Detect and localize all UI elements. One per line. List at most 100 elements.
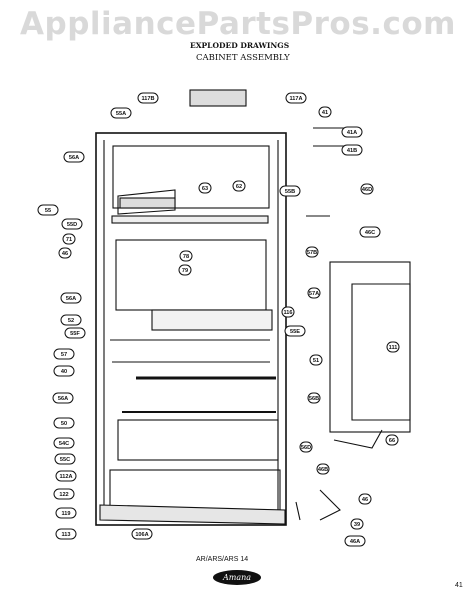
callout-text: 117A (289, 96, 302, 102)
page-number: 41 (455, 582, 463, 589)
callout-bubble (316, 463, 330, 475)
callout-bubble (137, 92, 159, 104)
callout-39: 39 (350, 518, 364, 530)
callout-text: 57A (309, 291, 319, 297)
callout-117a: 117A (285, 92, 307, 104)
callout-46: 46 (358, 493, 372, 505)
callout-bubble (53, 437, 75, 449)
callout-bubble (318, 106, 332, 118)
callout-113: 113 (55, 528, 77, 540)
callout-bubble (281, 306, 295, 318)
callout-41a: 41A (341, 126, 363, 138)
callout-text: 55F (70, 331, 80, 337)
callout-text: 55B (285, 189, 295, 195)
callout-117b: 117B (137, 92, 159, 104)
crisper-drawer (117, 419, 279, 461)
callout-bubble (54, 453, 76, 465)
callout-bubble (341, 126, 363, 138)
callout-56d: 56D (299, 441, 313, 453)
callout-bubble (52, 392, 74, 404)
callout-text: 117B (141, 96, 154, 102)
callout-text: 56B (309, 396, 319, 402)
door-cord (333, 429, 383, 449)
callout-text: 56A (58, 396, 68, 402)
callout-bubble (55, 507, 77, 519)
callout-text: 55A (116, 111, 126, 117)
callout-71: 71 (62, 233, 76, 245)
callout-55a: 55A (110, 107, 132, 119)
callout-46: 46 (58, 247, 72, 259)
callout-text: 55C (60, 457, 70, 463)
callout-text: 41 (322, 110, 328, 116)
callout-79: 79 (178, 264, 192, 276)
watermark: AppliancePartsPros.com (20, 6, 456, 42)
callout-text: 122 (59, 492, 68, 498)
bottom-compartment (109, 469, 281, 511)
callout-bubble (110, 107, 132, 119)
callout-bubble (37, 204, 59, 216)
callout-122: 122 (53, 488, 75, 500)
callout-55c: 55C (54, 453, 76, 465)
callout-78: 78 (179, 250, 193, 262)
callout-55f: 55F (64, 327, 86, 339)
callout-46a: 46A (344, 535, 366, 547)
callout-bubble (284, 325, 306, 337)
diagram-subtitle: CABINET ASSEMBLY (196, 53, 290, 63)
callout-text: 55D (67, 222, 77, 228)
callout-41: 41 (318, 106, 332, 118)
callout-text: 54C (59, 441, 69, 447)
callout-57: 57 (53, 348, 75, 360)
callout-text: 46A (350, 539, 360, 545)
callout-labels: 117B 117A 41 41A 41B 55A 56A 63 62 55B 46D 46C 55 55D… (37, 92, 400, 547)
callout-57a: 57A (307, 287, 321, 299)
callout-57b: 57B (305, 246, 319, 258)
callout-text: 113 (61, 532, 70, 538)
callout-text: 41B (347, 148, 357, 154)
callout-text: 41A (347, 130, 357, 136)
callout-text: 46 (362, 497, 368, 503)
callout-41b: 41B (341, 144, 363, 156)
callout-text: 50 (61, 421, 67, 427)
callout-text: 39 (354, 522, 360, 528)
callout-bubble (305, 246, 319, 258)
evaporator-coil (151, 309, 273, 331)
callout-bubble (63, 151, 85, 163)
callout-66: 66 (385, 434, 399, 446)
callout-text: 79 (182, 268, 188, 274)
callout-bubble (279, 185, 301, 197)
freezer-compartment (112, 145, 270, 209)
callout-bubble (61, 218, 83, 230)
callout-56b: 56B (307, 392, 321, 404)
callout-bubble (53, 488, 75, 500)
callout-bubble (358, 493, 372, 505)
callout-text: 66 (389, 438, 395, 444)
callout-46d: 46D (360, 183, 374, 195)
callout-bubble (55, 470, 77, 482)
callout-bubble (350, 518, 364, 530)
callout-text: 111 (389, 345, 398, 351)
callout-text: 52 (68, 318, 74, 324)
callout-62: 62 (232, 180, 246, 192)
callout-bubble (285, 92, 307, 104)
callout-46b: 46B (316, 463, 330, 475)
callout-text: 57 (61, 352, 67, 358)
callout-119: 119 (55, 507, 77, 519)
top-hinge-assembly (189, 89, 247, 107)
callout-63: 63 (198, 182, 212, 194)
callout-text: 55 (45, 208, 51, 214)
callout-bubble (179, 250, 193, 262)
callout-bubble (58, 247, 72, 259)
callout-bubble (53, 417, 75, 429)
callout-text: 56A (66, 296, 76, 302)
callout-55: 55 (37, 204, 59, 216)
callout-text: 57B (307, 250, 317, 256)
callout-text: 46D (362, 187, 372, 193)
freezer-shelf (117, 189, 176, 215)
base-grille (99, 504, 286, 525)
callout-51: 51 (309, 354, 323, 366)
callout-bubble (62, 233, 76, 245)
bottom-hinge-bracket (319, 489, 341, 521)
callout-bubble (53, 365, 75, 377)
callout-112a: 112A (55, 470, 77, 482)
callout-text: 46C (365, 230, 375, 236)
